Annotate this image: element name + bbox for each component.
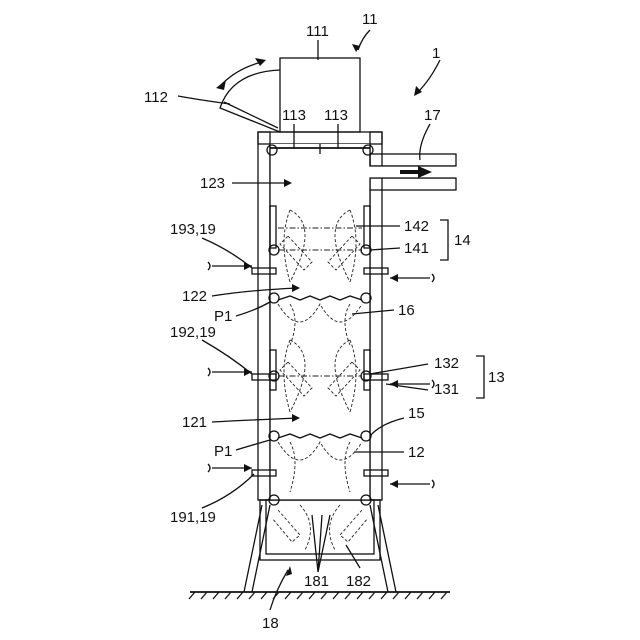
label-p1-lower: P1 <box>214 443 232 460</box>
label-122: 122 <box>182 288 207 305</box>
label-181: 181 <box>304 573 329 590</box>
column-body <box>258 132 382 500</box>
label-182: 182 <box>346 573 371 590</box>
label-123: 123 <box>200 175 225 192</box>
label-11: 11 <box>362 11 378 28</box>
label-121: 121 <box>182 414 207 431</box>
label-13: 13 <box>488 369 505 386</box>
label-113-right: 113 <box>324 107 348 124</box>
ground <box>189 592 450 599</box>
label-113-left: 113 <box>282 107 306 124</box>
label-p1-upper: P1 <box>214 308 232 325</box>
label-112: 112 <box>144 89 168 106</box>
label-192-19: 192,19 <box>170 324 216 341</box>
label-111: 111 <box>306 23 329 40</box>
label-131: 131 <box>434 381 459 398</box>
label-132: 132 <box>434 355 459 372</box>
label-18: 18 <box>262 615 279 632</box>
label-14: 14 <box>454 232 471 249</box>
label-193-19: 193,19 <box>170 221 216 238</box>
label-142: 142 <box>404 218 429 235</box>
label-15: 15 <box>408 405 425 422</box>
outlet-pipe <box>370 154 456 190</box>
label-191-19: 191,19 <box>170 509 216 526</box>
label-1: 1 <box>432 45 440 62</box>
label-17: 17 <box>424 107 441 124</box>
label-12: 12 <box>408 444 425 461</box>
label-141: 141 <box>404 240 429 257</box>
label-16: 16 <box>398 302 415 319</box>
